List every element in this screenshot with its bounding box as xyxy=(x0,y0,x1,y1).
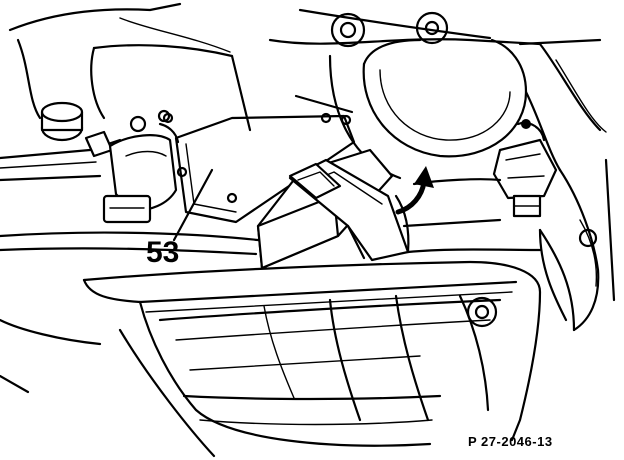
callout-leader xyxy=(172,168,214,242)
callout-label: 53 xyxy=(146,236,180,269)
right-bracket xyxy=(538,158,616,332)
figure-reference: P 27-2046-13 xyxy=(468,434,553,449)
right-bolt xyxy=(492,119,558,218)
drain-plug xyxy=(466,296,498,328)
mounting-bolts-top xyxy=(330,11,449,48)
transmission-mount xyxy=(256,148,410,270)
rotation-arrow xyxy=(395,166,434,215)
oil-pan xyxy=(0,260,542,458)
engine-block xyxy=(8,2,602,132)
frame-rails xyxy=(0,178,542,256)
left-actuator xyxy=(0,101,180,224)
